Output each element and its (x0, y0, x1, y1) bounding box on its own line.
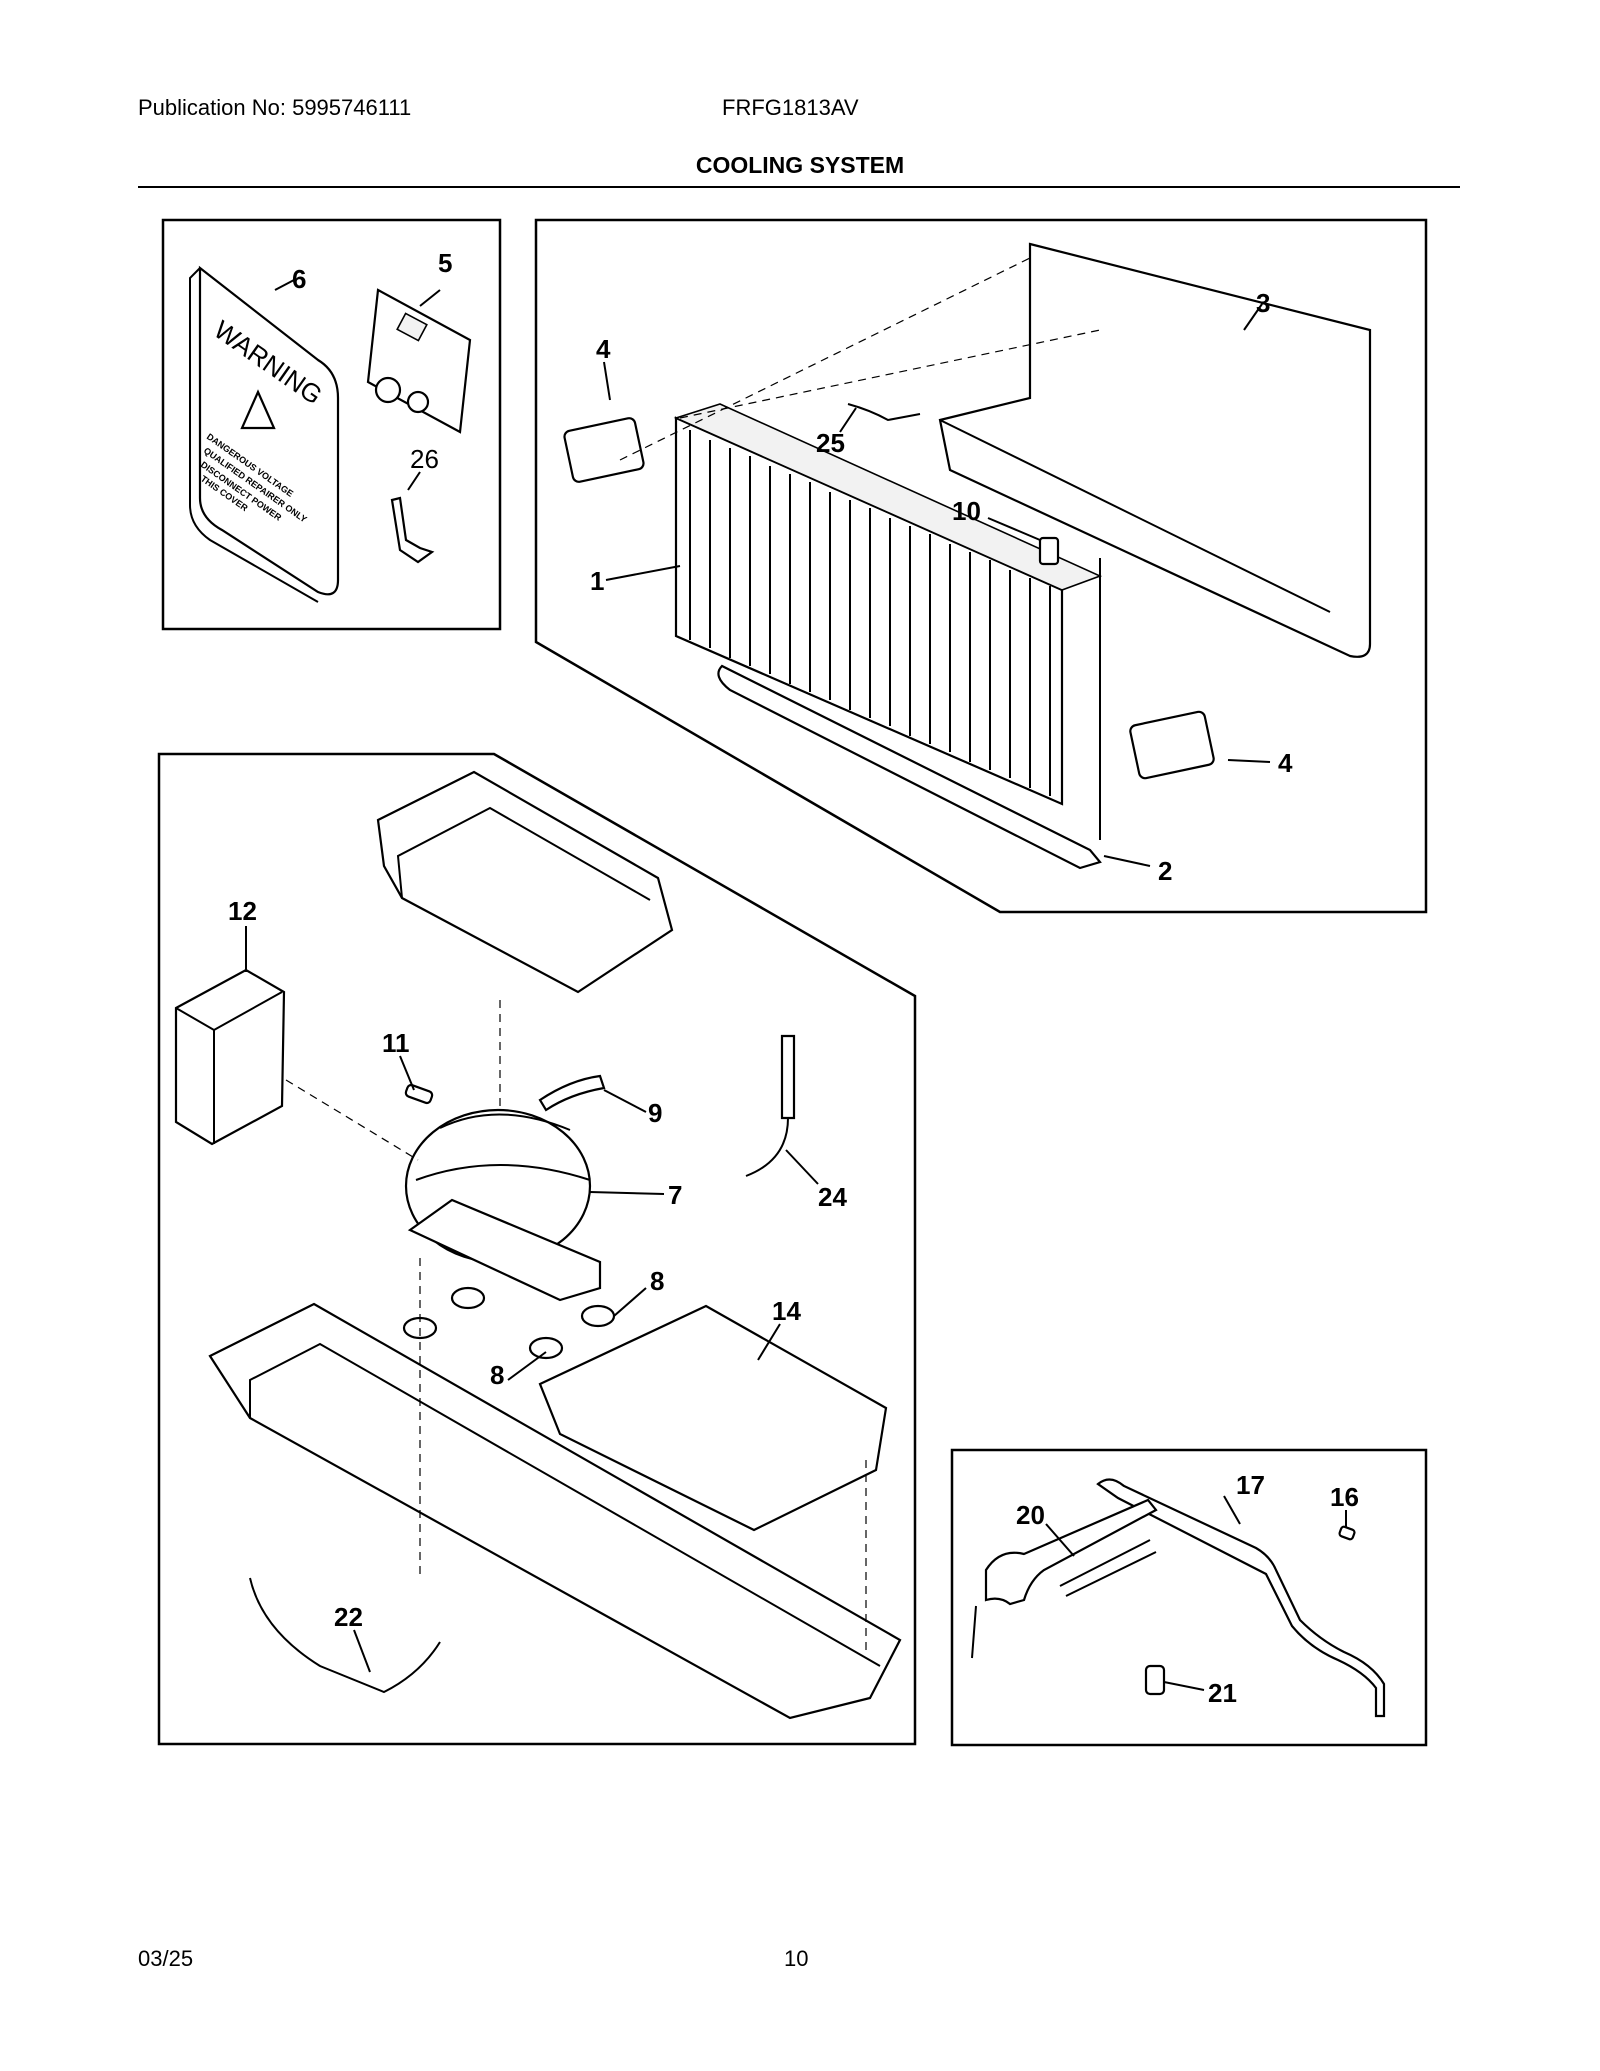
callout-7: 7 (668, 1180, 682, 1210)
leader-10 (987, 517, 1041, 541)
drain-heater-part (717, 664, 1102, 870)
guide-line (285, 1079, 419, 1161)
panel-electrical: WARNING DANGEROUS VOLTAGE QUALIFIED REPA… (161, 218, 502, 631)
pin-part (1338, 1525, 1356, 1541)
panel-evaporator: 1 2 3 4 4 10 25 (534, 218, 1428, 914)
drain-pan-part (376, 770, 674, 994)
panel-heater-loop: 17 16 20 21 (950, 1448, 1428, 1747)
model-number: FRFG1813AV (722, 95, 859, 120)
leader-21 (1163, 1681, 1205, 1691)
callout-21: 21 (1208, 1678, 1237, 1708)
page-title: COOLING SYSTEM (695, 152, 905, 178)
guide-line (679, 329, 1101, 419)
callout-8-lower: 8 (490, 1360, 504, 1390)
leader-7 (589, 1191, 665, 1195)
callout-1: 1 (590, 566, 604, 596)
evaporator-cover-part (938, 242, 1372, 658)
header-divider (138, 186, 1460, 188)
panel-evaporator-frame (534, 218, 1428, 914)
leader-4b (1227, 759, 1271, 763)
cover-crease (939, 419, 1331, 613)
callout-22: 22 (334, 1602, 363, 1632)
leader-20 (1045, 1523, 1075, 1557)
clamp-part (538, 1074, 606, 1112)
control-board-part (366, 288, 472, 434)
callout-17: 17 (1236, 1470, 1265, 1500)
coil-support-lower (1129, 710, 1215, 780)
revision-date: 03/25 (138, 1946, 194, 1971)
valve-part (1144, 1664, 1166, 1696)
sensor-lead (745, 1117, 789, 1177)
callout-20: 20 (1016, 1500, 1045, 1530)
panel-compressor-frame (157, 752, 917, 1746)
leader-14 (757, 1323, 781, 1361)
leader-4a (603, 361, 611, 401)
callout-14: 14 (772, 1296, 801, 1326)
callout-2: 2 (1158, 856, 1172, 886)
panel-compressor: 12 11 9 7 8 8 14 24 22 (157, 752, 917, 1746)
callout-10: 10 (952, 496, 981, 526)
clip-part (404, 1083, 434, 1105)
callout-24: 24 (818, 1182, 847, 1212)
callout-16: 16 (1330, 1482, 1359, 1512)
page-number: 10 (784, 1946, 809, 1971)
leader-25 (839, 407, 857, 433)
callout-9: 9 (648, 1098, 662, 1128)
callout-3: 3 (1256, 288, 1270, 318)
leader-8a (613, 1287, 647, 1317)
heater-loop-part (1096, 1478, 1386, 1718)
heater-detail (971, 1539, 1157, 1659)
leader-8b (507, 1351, 547, 1381)
leader-6 (274, 279, 295, 291)
thermistor-part (847, 403, 921, 422)
leader-17 (1223, 1495, 1241, 1525)
relay-part (174, 968, 286, 1146)
callout-4-lower: 4 (1278, 748, 1293, 778)
leader-1 (605, 565, 681, 581)
sensor-part (780, 1034, 796, 1120)
leader-9 (603, 1089, 647, 1113)
callout-8-upper: 8 (650, 1266, 664, 1296)
condenser-cover-part (538, 1304, 888, 1532)
callout-25: 25 (816, 428, 845, 458)
callout-5: 5 (438, 248, 452, 278)
drain-pan-rim (396, 806, 651, 901)
warning-cover-part: WARNING DANGEROUS VOLTAGE QUALIFIED REPA… (189, 265, 340, 603)
coil-support-upper (563, 417, 645, 483)
leader-22 (353, 1629, 371, 1673)
callout-6: 6 (292, 264, 306, 294)
leader-26 (407, 471, 421, 491)
leader-11 (399, 1055, 415, 1091)
bracket-part (390, 496, 435, 564)
guide-line (619, 257, 1031, 461)
panel-electrical-frame (161, 218, 502, 631)
panel-heater-loop-frame (950, 1448, 1428, 1747)
compressor-part (404, 1108, 602, 1302)
base-pan-rim (249, 1342, 881, 1667)
leader-5 (419, 289, 441, 307)
publication-number: Publication No: 5995746111 (138, 95, 412, 120)
callout-26: 26 (410, 444, 439, 474)
grommet-parts (402, 1286, 616, 1360)
callout-12: 12 (228, 896, 257, 926)
leader-3 (1243, 303, 1263, 331)
defrost-limiter-part (1038, 536, 1060, 566)
leader-2 (1103, 855, 1151, 867)
wire-harness-part (249, 1577, 441, 1694)
callout-11: 11 (382, 1028, 410, 1058)
leader-24 (785, 1149, 819, 1185)
callout-4-upper: 4 (596, 334, 611, 364)
